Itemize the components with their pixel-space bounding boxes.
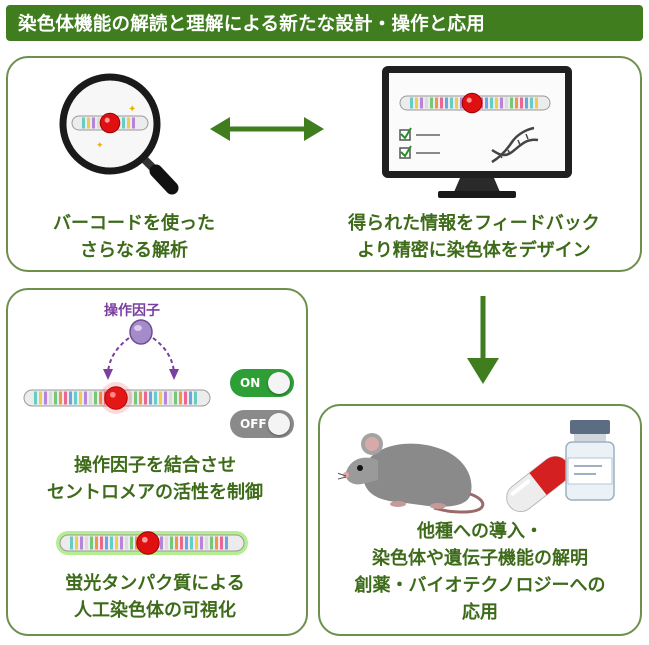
off-toggle[interactable]: OFF [230,410,294,438]
vial-icon [565,420,615,501]
caption-line: 他種への導入・ [417,521,543,542]
caption-line: 蛍光タンパク質による [65,573,245,594]
chromosome-with-centromere [23,382,211,414]
left-panel [6,288,308,636]
caption-line: 人工染色体の可視化 [74,600,236,621]
caption-line: さらなる解析 [80,240,188,261]
toggle-off-label: OFF [240,417,267,431]
visualization-caption: 蛍光タンパク質による 人工染色体の可視化 [20,570,290,624]
caption-line: より精密に染色体をデザイン [357,240,591,261]
caption-line: 染色体や遺伝子機能の解明 [372,548,588,569]
caption-line: バーコードを使った [53,213,215,234]
svg-text:✦: ✦ [96,141,104,151]
toggle-knob [268,372,290,394]
fluorescent-chromosome [56,531,248,555]
caption-line: 操作因子を結合させ [74,455,236,476]
page-title: 染色体機能の解読と理解による新たな設計・操作と応用 [6,5,643,41]
mouse-icon [338,433,485,514]
magnifier-icon: ✦✦ [59,73,179,195]
operating-factor-icon [103,319,179,380]
on-toggle[interactable]: ON [230,369,294,397]
toggle-knob [268,413,290,435]
down-arrow-icon [467,296,499,384]
barcode-analysis-caption: バーコードを使った さらなる解析 [44,210,224,264]
monitor-icon [382,66,572,198]
caption-line: 得られた情報をフィードバック [348,213,600,234]
svg-text:✦: ✦ [128,104,136,115]
caption-line: 応用 [462,602,498,623]
toggle-on-label: ON [240,376,261,390]
application-caption: 他種への導入・ 染色体や遺伝子機能の解明 創薬・バイオテクノロジーへの 応用 [318,518,642,626]
factor-label: 操作因子 [104,303,160,319]
caption-line: 創薬・バイオテクノロジーへの [354,575,606,596]
caption-line: セントロメアの活性を制御 [47,482,263,503]
double-arrow-icon [210,117,324,141]
feedback-design-caption: 得られた情報をフィードバック より精密に染色体をデザイン [324,210,624,264]
dna-helix-icon [491,126,539,164]
checklist-icon [399,127,440,159]
centromere-control-caption: 操作因子を結合させ セントロメアの活性を制御 [20,452,290,506]
